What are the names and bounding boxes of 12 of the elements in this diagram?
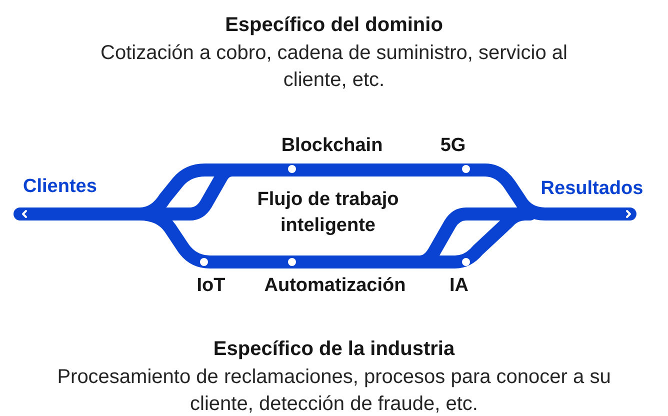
station-label: Automatización bbox=[263, 274, 407, 298]
description-text: Procesamiento de reclamaciones, procesos para conocer a su cliente, detección de fraude, etc. bbox=[56, 365, 612, 416]
center-label: Flujo de trabajo inteligente bbox=[256, 188, 400, 238]
description-text: Cotización a cobro, cadena de suministro, servicio al cliente, etc. bbox=[100, 41, 568, 93]
station-label: IoT bbox=[196, 274, 226, 298]
endpoint-label: Resultados bbox=[540, 177, 644, 201]
station-label: Blockchain bbox=[280, 134, 384, 158]
station-label: IA bbox=[448, 274, 470, 298]
endpoint-label: Clientes bbox=[22, 175, 98, 199]
heading: Específico del dominio bbox=[224, 13, 444, 38]
station-label: 5G bbox=[439, 134, 467, 158]
heading: Específico de la industria bbox=[212, 337, 456, 362]
